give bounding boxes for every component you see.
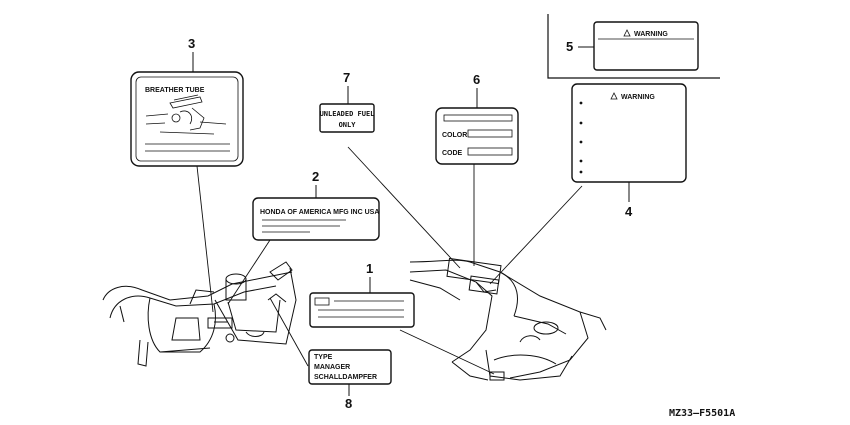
callout-5: 5 xyxy=(566,39,573,54)
warning-triangle-icon xyxy=(623,29,631,37)
manager-text: MANAGER xyxy=(314,364,350,371)
callout-8: 8 xyxy=(345,396,352,411)
frame-right-illustration xyxy=(409,257,607,381)
part-4-warning-label[interactable]: WARNING xyxy=(571,83,687,183)
rivet-dot xyxy=(579,140,583,144)
part-3-breather-tube-label[interactable]: BREATHER TUBE xyxy=(130,71,244,167)
callout-6: 6 xyxy=(473,72,480,87)
code-text: CODE xyxy=(442,150,463,157)
part-2-honda-mfg-label[interactable]: HONDA OF AMERICA MFG INC USA xyxy=(252,197,380,241)
unleaded-line1: UNLEADED FUEL xyxy=(320,110,375,118)
part-7-unleaded-fuel-label[interactable]: UNLEADED FUEL ONLY xyxy=(319,103,375,133)
callout-2: 2 xyxy=(312,169,319,184)
rivet-dot xyxy=(579,159,583,163)
type-text: TYPE xyxy=(314,354,333,361)
callout-4: 4 xyxy=(625,204,633,219)
honda-mfg-text: HONDA OF AMERICA MFG INC USA xyxy=(260,209,379,216)
callout-7: 7 xyxy=(343,70,350,85)
warning-triangle-icon xyxy=(610,92,618,100)
callout-1: 1 xyxy=(366,261,373,276)
diagram-code: MZ33–F5501A xyxy=(669,408,735,419)
warning-top-text: WARNING xyxy=(634,31,668,38)
leader-lines xyxy=(196,146,583,375)
part-6-color-code-label[interactable]: COLOR CODE xyxy=(435,107,519,165)
part-8-type-manager-label[interactable]: TYPE MANAGER SCHALLDAMPFER xyxy=(308,349,392,385)
color-text: COLOR xyxy=(442,132,467,139)
honda-logo-icon xyxy=(314,297,330,306)
warning-side-text: WARNING xyxy=(621,94,655,101)
rivet-dot xyxy=(579,170,583,174)
breather-tube-text: BREATHER TUBE xyxy=(145,87,205,94)
part-5-warning-label[interactable]: WARNING xyxy=(593,21,699,71)
inset-frame xyxy=(547,14,720,79)
frame-left-illustration xyxy=(102,261,297,367)
rivet-dot xyxy=(579,101,583,105)
unleaded-line2: ONLY xyxy=(339,121,357,129)
callout-3: 3 xyxy=(188,36,195,51)
rivet-dot xyxy=(579,121,583,125)
part-1-frame-label[interactable] xyxy=(309,292,415,328)
schalldampfer-text: SCHALLDAMPFER xyxy=(314,374,377,381)
breather-tube-illustration xyxy=(145,94,227,135)
